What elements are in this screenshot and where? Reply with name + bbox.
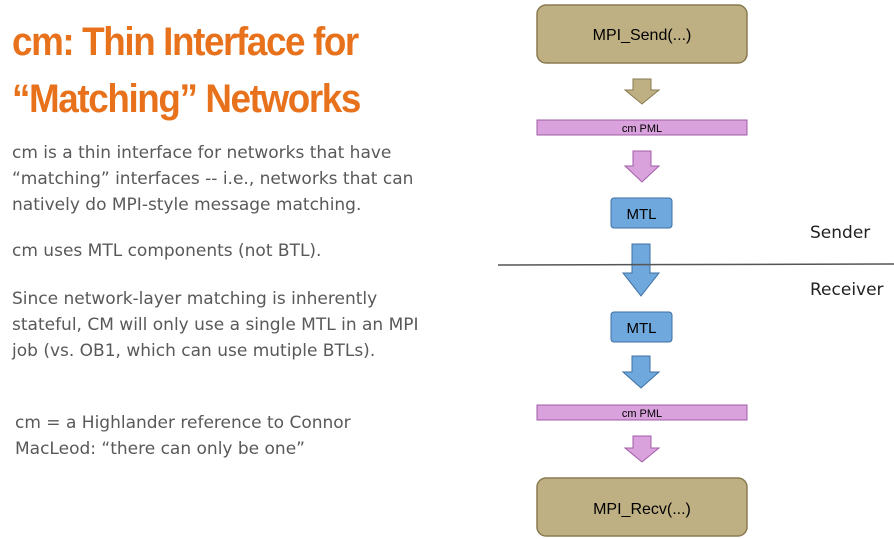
mtl-bottom-label: MTL: [627, 320, 657, 337]
arrow-mtl-to-pml: [621, 355, 661, 389]
arrow-pml-to-recv: [623, 435, 661, 463]
paragraph-stateful: Since network-layer matching is inherent…: [12, 289, 419, 361]
title-line-1: cm: Thin Interface for: [12, 20, 359, 64]
mtl-top-label: MTL: [627, 206, 657, 223]
paragraph-mtl-components: cm uses MTL components (not BTL).: [12, 241, 322, 261]
paragraph-thin-interface: cm is a thin interface for networks that…: [12, 143, 414, 215]
title-line-2: “Matching” Networks: [12, 77, 361, 121]
mtl-bottom-box: [610, 311, 673, 343]
slide-title: cm: Thin Interface for “Matching” Networ…: [12, 14, 398, 128]
mpi-send-label: MPI_Send(...): [593, 27, 692, 44]
arrow-pml-to-mtl: [623, 150, 661, 183]
arrow-network: [621, 243, 661, 297]
pml-bottom-label: cm PML: [622, 408, 662, 420]
pml-top-label: cm PML: [622, 123, 662, 135]
paragraph-highlander: cm = a Highlander reference to Connor Ma…: [15, 413, 351, 459]
mtl-top-box: [610, 197, 673, 229]
sender-receiver-divider: [497, 263, 894, 266]
pml-top-bar: [536, 119, 748, 136]
sender-label: Sender: [810, 223, 871, 243]
receiver-label: Receiver: [810, 280, 884, 300]
pml-bottom-bar: [536, 404, 748, 421]
mpi-send-box: [536, 4, 748, 64]
arrow-send-to-pml: [623, 78, 661, 105]
mpi-recv-box: [536, 477, 748, 537]
mpi-recv-label: MPI_Recv(...): [593, 501, 691, 518]
